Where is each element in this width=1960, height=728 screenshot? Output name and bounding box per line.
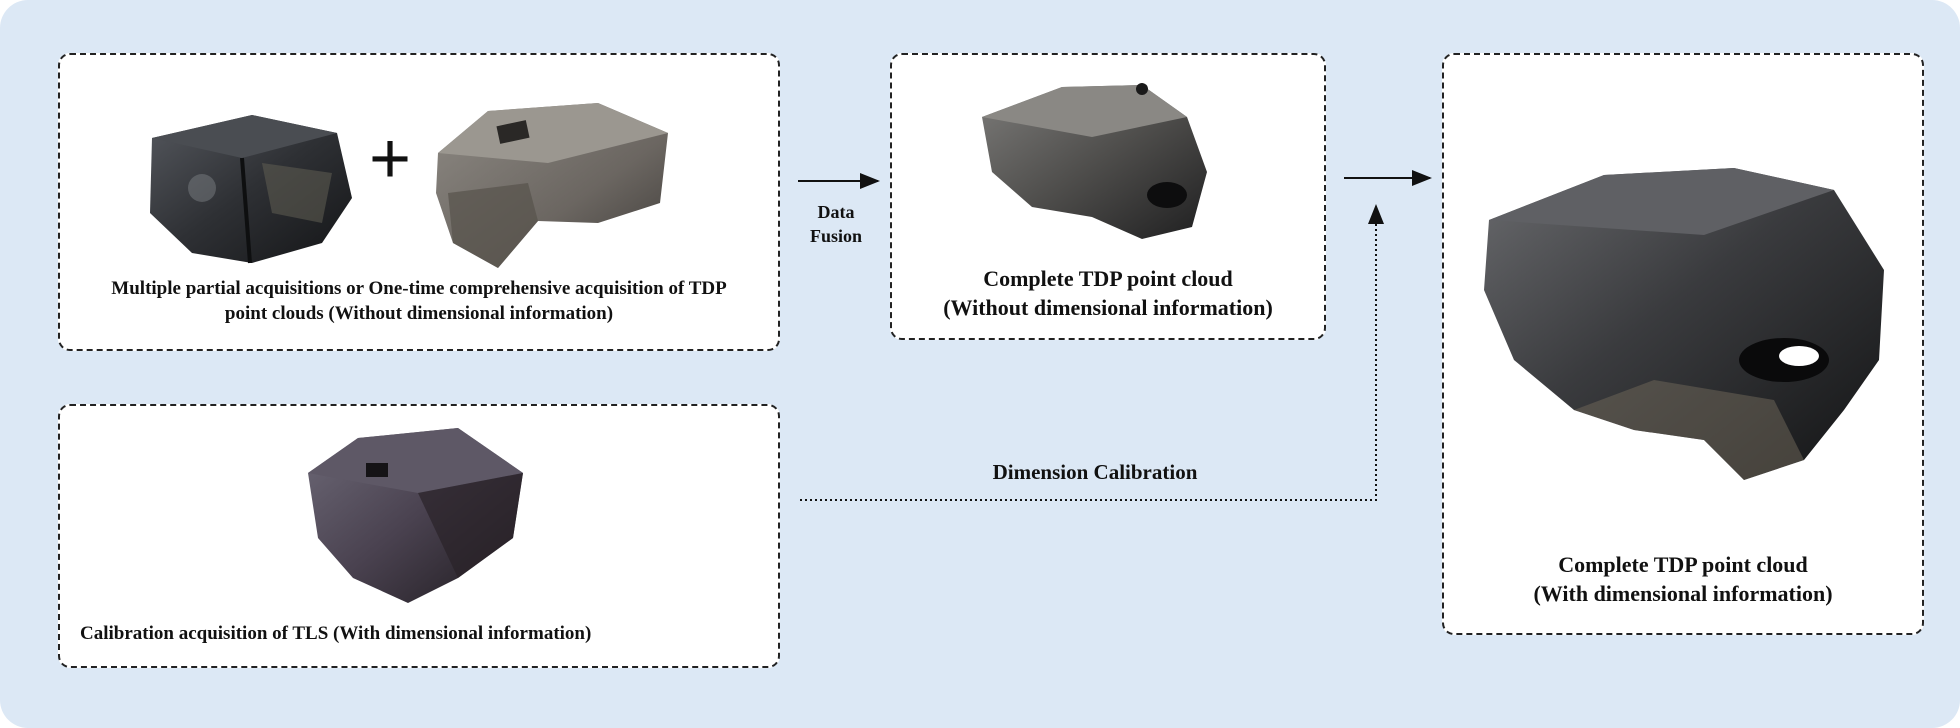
partial-caption-line-1: Multiple partial acquisitions or One-tim… [111,278,727,299]
final-caption-line-2: (With dimensional information) [1533,580,1833,606]
final-rock-image [1484,168,1884,480]
fused-rock-image [982,83,1207,239]
final-caption-line-1: Complete TDP point cloud [1558,552,1808,577]
partial-acquisition-box: + Multiple partial acquisitions or One-t… [58,53,780,351]
data-fusion-line-2: Fusion [809,226,863,247]
data-fusion-label: Data Fusion [796,200,876,249]
dimension-calibration-label: Dimension Calibration [992,460,1198,484]
calibration-box: Calibration acquisition of TLS (With dim… [58,404,780,668]
gray-partial-rock-image [436,103,668,268]
final-point-cloud-box: Complete TDP point cloud (With dimension… [1442,53,1924,635]
dark-partial-rock-image [150,115,352,264]
calibration-caption: Calibration acquisition of TLS (With dim… [80,623,592,644]
final-caption: Complete TDP point cloud (With dimension… [1444,551,1922,608]
dimension-calibration-arrow [800,204,1384,501]
fused-point-cloud-box: Complete TDP point cloud (Without dimens… [890,53,1326,340]
partial-acquisition-caption: Multiple partial acquisitions or One-tim… [60,277,778,326]
data-fusion-line-1: Data [817,202,855,222]
fused-caption-line-2: (Without dimensional information) [943,294,1273,320]
fused-caption-line-1: Complete TDP point cloud [983,266,1233,291]
partial-caption-line-2: point clouds (Without dimensional inform… [224,302,614,324]
tls-calibration-rock-image [308,428,523,603]
fused-caption: Complete TDP point cloud (Without dimens… [892,265,1324,322]
plus-symbol: + [368,119,412,199]
